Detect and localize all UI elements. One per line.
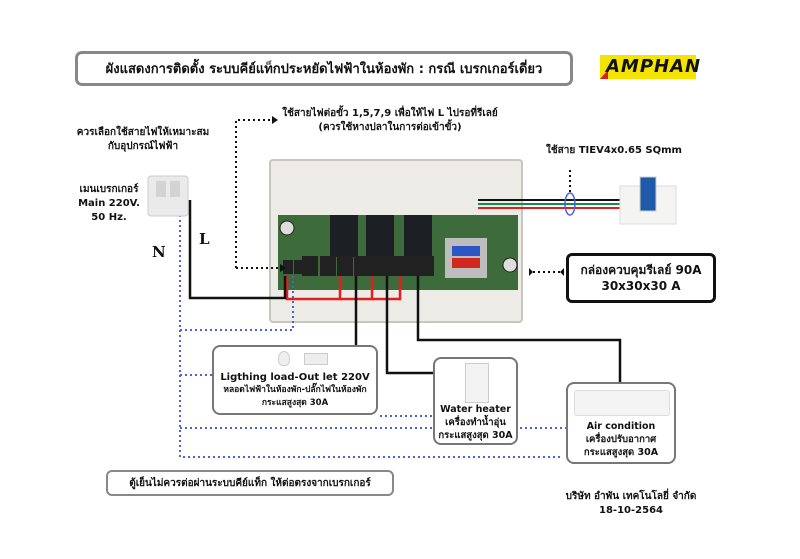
bridge-wire [285,276,402,301]
keytag-cable [478,192,620,216]
load-air-condition: Air condition เครื่องปรับอากาศ กระแสสูงส… [566,382,676,464]
light-bulb-icon [278,351,290,366]
water-heater-icon [465,363,489,403]
power-outlet-icon [304,353,328,365]
instruction-pointer [235,119,272,268]
circuit-breaker-icon [147,175,189,217]
terminal-instruction: ใช้สายไฟต่อขั้ว 1,5,7,9 เพื่อให้ไฟ L ไปร… [282,108,498,133]
amphan-logo-icon: AMPHAN [600,55,700,79]
relay-board-icon [269,159,523,323]
air-conditioner-icon [574,390,670,416]
load-lighting: Ligthing load-Out let 220V หลอดไฟฟ้าในห้… [212,345,378,415]
control-box-label: กล่องควบคุมรีเลย์ 90A 30x30x30 A [566,253,716,303]
logo-text: AMPHAN [606,56,702,77]
live-label: L [199,230,210,248]
cable-spec: ใช้สาย TIEV4x0.65 SQmm [546,145,682,156]
main-breaker-label: เมนเบรกเกอร์ Main 220V. 50 Hz. [78,184,140,223]
keycard-switch-icon [619,176,677,225]
page-title: ผังแสดงการติดตั้ง ระบบคีย์แท็กประหยัดไฟฟ… [75,51,573,86]
neutral-label: N [152,243,166,261]
neutral-wire [179,210,580,458]
footer: บริษัท อำพัน เทคโนโลยี่ จำกัด 18-10-2564 [565,491,697,516]
fridge-note: ตู้เย็นไม่ควรต่อผ่านระบบคีย์แท็ก ให้ต่อต… [106,470,394,496]
load-water-heater: Water heater เครื่องทำน้ำอุ่น กระแสสูงสุ… [433,357,518,445]
wire-selection-note: ควรเลือกใช้สายไฟให้เหมาะสม กับอุปกรณ์ไฟฟ… [76,127,210,152]
